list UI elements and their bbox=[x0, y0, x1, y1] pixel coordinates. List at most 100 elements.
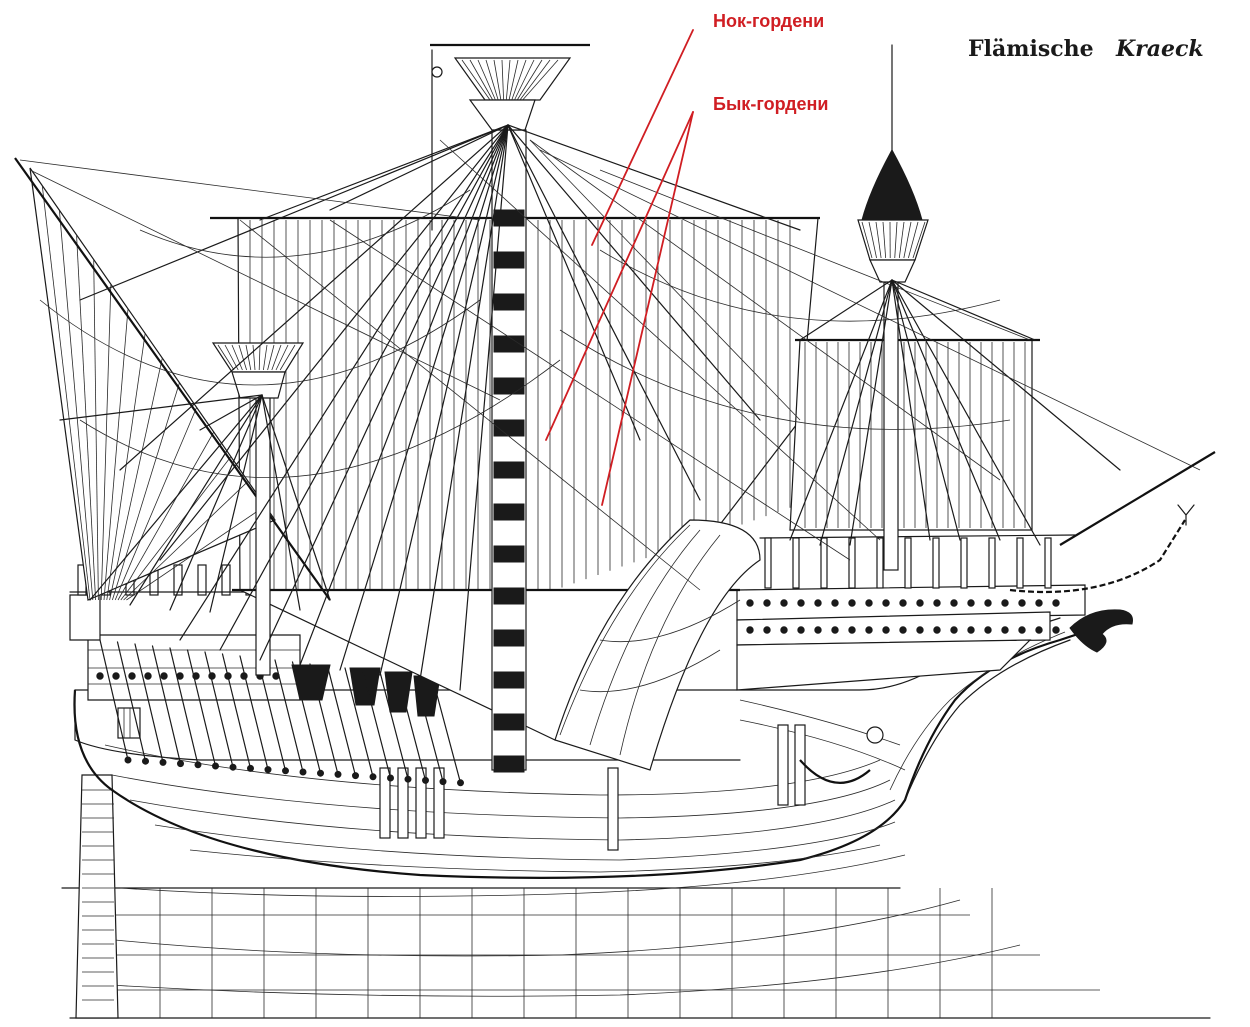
oar-blade bbox=[352, 772, 359, 780]
shroud bbox=[79, 124, 509, 301]
oar bbox=[221, 653, 252, 770]
mast-band bbox=[493, 713, 525, 731]
mast-band bbox=[493, 377, 525, 395]
top-slat bbox=[493, 59, 502, 101]
oar bbox=[134, 643, 164, 764]
fore-port bbox=[899, 599, 907, 607]
aft-rail-post bbox=[197, 564, 207, 596]
stay bbox=[329, 219, 851, 561]
shroud bbox=[261, 394, 301, 611]
top-slat bbox=[461, 59, 491, 101]
shroud bbox=[169, 394, 263, 611]
fore-port bbox=[950, 599, 958, 607]
aft-rail-post bbox=[221, 564, 231, 596]
stay bbox=[19, 159, 481, 221]
shroud bbox=[891, 279, 961, 541]
stay bbox=[239, 219, 701, 591]
fore-port bbox=[967, 599, 975, 607]
shroud bbox=[819, 279, 893, 546]
oar bbox=[396, 673, 427, 782]
oar-blade bbox=[159, 758, 167, 766]
shroud bbox=[89, 394, 263, 601]
sail-cloth bbox=[112, 382, 180, 601]
sail-cloth bbox=[120, 456, 232, 601]
top-slat bbox=[485, 59, 499, 101]
top-slat bbox=[271, 344, 282, 371]
aft-port bbox=[128, 672, 136, 680]
annotation-leaders bbox=[545, 29, 694, 506]
fore-port bbox=[1035, 599, 1043, 607]
fore-port bbox=[746, 599, 754, 607]
top-slat bbox=[882, 221, 887, 259]
shroud bbox=[259, 124, 509, 661]
sail-cloth bbox=[114, 407, 197, 601]
annotation-byk-gordeni: Бык-гордени bbox=[713, 94, 829, 114]
top-slat bbox=[245, 344, 252, 371]
fore-port bbox=[763, 599, 771, 607]
fore-port bbox=[797, 626, 805, 634]
mast-band bbox=[493, 503, 525, 521]
oar-blade bbox=[369, 773, 377, 781]
top-slat bbox=[894, 221, 898, 259]
oar-blade bbox=[299, 768, 307, 776]
shroud bbox=[261, 394, 331, 601]
fore-port bbox=[1001, 599, 1009, 607]
fore-port bbox=[882, 626, 890, 634]
shroud bbox=[119, 124, 509, 471]
fore-port bbox=[950, 626, 958, 634]
fore-rail-post bbox=[988, 537, 996, 589]
rope bbox=[39, 299, 481, 386]
fore-port bbox=[831, 626, 839, 634]
mast-band bbox=[493, 461, 525, 479]
top-slat bbox=[238, 344, 247, 371]
oar bbox=[361, 669, 392, 779]
oar bbox=[379, 671, 409, 780]
fore-port bbox=[933, 599, 941, 607]
oar-blade bbox=[142, 757, 149, 765]
top-slat bbox=[522, 59, 559, 101]
rope bbox=[599, 249, 1001, 322]
shroud bbox=[799, 279, 893, 341]
top-slat bbox=[258, 344, 261, 371]
shroud bbox=[891, 279, 1036, 341]
annotation-nok-gordeni: Нок-гордени bbox=[713, 11, 824, 31]
fore-rail-post bbox=[820, 537, 828, 589]
rope bbox=[79, 359, 561, 479]
top-slat bbox=[868, 221, 877, 259]
shroud bbox=[891, 279, 1121, 471]
waist-shields bbox=[291, 664, 441, 717]
sail-cloth bbox=[106, 333, 146, 601]
oar bbox=[169, 647, 199, 766]
stay bbox=[529, 139, 801, 421]
oar-blade bbox=[404, 775, 412, 783]
oar-blade bbox=[387, 774, 394, 782]
shroud bbox=[159, 124, 509, 561]
mast-band bbox=[493, 587, 525, 605]
stay bbox=[529, 139, 1001, 481]
shroud bbox=[419, 124, 509, 681]
sail-cloth bbox=[123, 480, 249, 601]
shroud bbox=[891, 279, 1041, 546]
oar-blade bbox=[229, 763, 237, 771]
fore-port bbox=[899, 626, 907, 634]
oar bbox=[291, 661, 322, 774]
mizzen-mast bbox=[211, 342, 305, 676]
fore-rail-post bbox=[764, 537, 772, 589]
fore-rail-post bbox=[904, 537, 912, 589]
top-slat bbox=[263, 344, 268, 371]
oar-blade bbox=[177, 760, 184, 768]
rope bbox=[559, 329, 1011, 430]
top-slat bbox=[275, 344, 289, 371]
shroud bbox=[339, 124, 509, 671]
aft-port bbox=[144, 672, 152, 680]
oar bbox=[274, 659, 304, 773]
oar-blade bbox=[212, 762, 219, 770]
sail-cloth bbox=[103, 308, 129, 601]
fore-port bbox=[984, 626, 992, 634]
oar-blade bbox=[247, 764, 254, 772]
mast-band bbox=[493, 755, 525, 773]
oar bbox=[414, 675, 444, 783]
fore-port bbox=[814, 599, 822, 607]
oar bbox=[256, 657, 287, 772]
oar-blade bbox=[124, 756, 132, 764]
